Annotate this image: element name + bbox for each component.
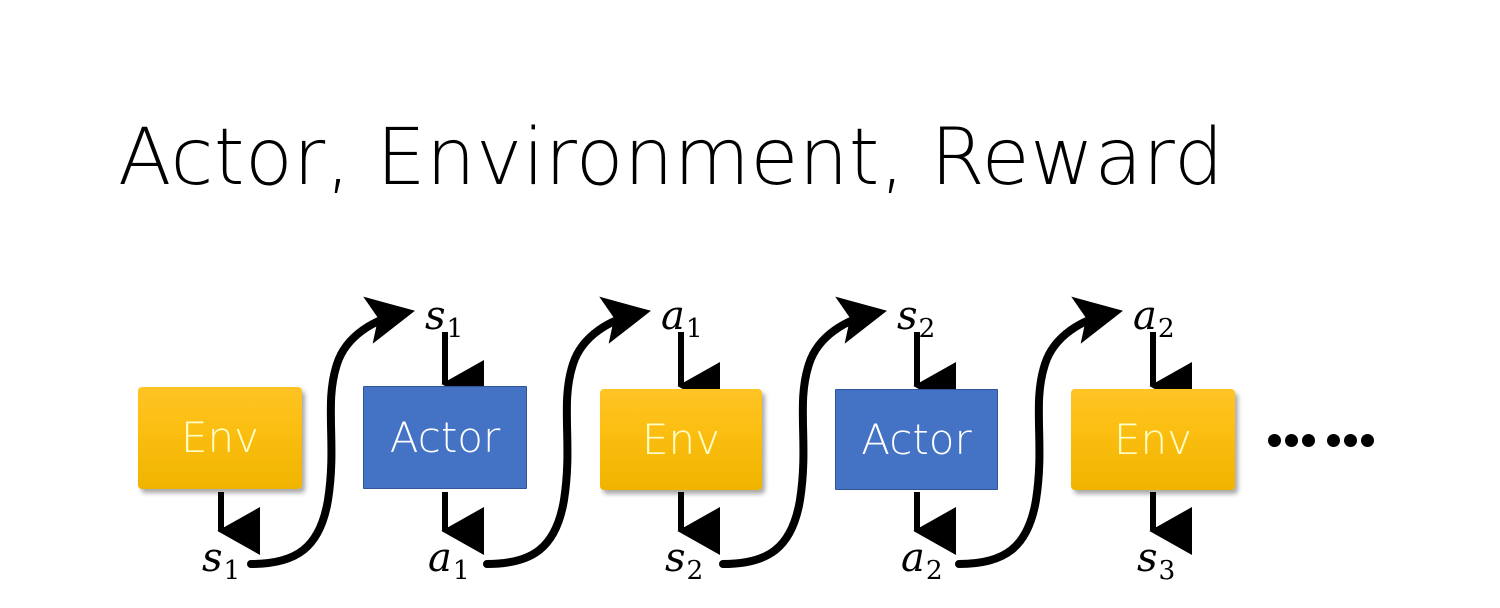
page-title: Actor, Environment, Reward [118,113,1224,203]
subscript: 1 [685,312,703,344]
subscript: 2 [918,312,936,344]
ellipsis-continuation [1268,434,1378,447]
node-env-2[interactable]: Env [600,389,762,490]
subscript: 2 [1157,312,1175,344]
ellipsis-dot [1302,434,1315,447]
ellipsis-dot [1327,434,1340,447]
ellipsis-dot [1361,434,1374,447]
node-env-1[interactable]: Env [138,387,302,489]
math-label-bot-s3: s3 [1137,538,1175,584]
math-label-top-s2: s2 [897,296,935,342]
math-label-bot-s2: s2 [665,538,703,584]
ellipsis-dot [1344,434,1357,447]
symbol: a [1133,293,1157,339]
symbol: s [665,535,686,581]
symbol: a [901,535,925,581]
subscript: 3 [1158,554,1176,586]
symbol: s [897,293,918,339]
subscript: 2 [925,554,943,586]
symbol: a [428,535,452,581]
subscript: 1 [223,554,241,586]
symbol: s [202,535,223,581]
node-env-3[interactable]: Env [1071,389,1235,490]
symbol: s [425,293,446,339]
math-label-bot-s1: s1 [202,538,240,584]
subscript: 1 [446,312,464,344]
node-actor-2[interactable]: Actor [835,389,998,490]
math-label-top-a2: a2 [1133,296,1175,342]
node-actor-1[interactable]: Actor [363,386,527,489]
ellipsis-dot [1285,434,1298,447]
math-label-top-s1: s1 [425,296,463,342]
math-label-bot-a2: a2 [901,538,943,584]
math-label-top-a1: a1 [661,296,703,342]
symbol: a [661,293,685,339]
subscript: 2 [686,554,704,586]
ellipsis-dot [1268,434,1281,447]
symbol: s [1137,535,1158,581]
subscript: 1 [452,554,470,586]
math-label-bot-a1: a1 [428,538,470,584]
